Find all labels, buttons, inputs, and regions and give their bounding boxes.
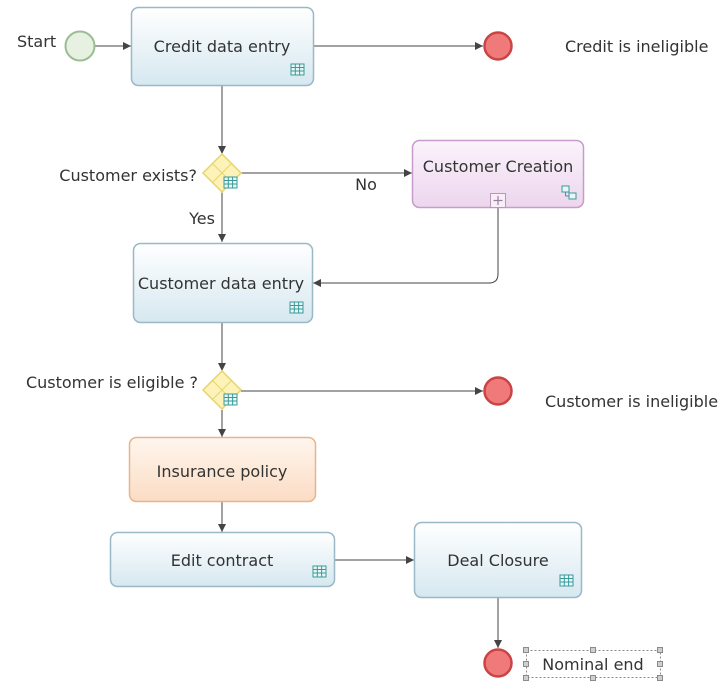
task-label: Credit data entry xyxy=(154,37,291,56)
subprocess-customer-creation[interactable]: Customer Creation xyxy=(411,139,585,209)
end-label-nominal: Nominal end xyxy=(542,655,643,674)
end-event-credit-ineligible[interactable] xyxy=(483,31,513,61)
start-event[interactable] xyxy=(64,30,96,62)
table-icon xyxy=(290,63,305,76)
edges xyxy=(95,42,502,648)
resize-handle[interactable] xyxy=(590,647,596,653)
resize-handle[interactable] xyxy=(523,675,529,681)
edge-label-no: No xyxy=(355,175,377,194)
resize-handle[interactable] xyxy=(657,647,663,653)
table-icon xyxy=(559,574,574,587)
resize-handle[interactable] xyxy=(590,675,596,681)
subprocess-icon xyxy=(561,185,577,200)
task-customer-data-entry[interactable]: Customer data entry xyxy=(132,242,314,324)
task-label: Edit contract xyxy=(171,551,274,570)
gateway-customer-exists[interactable] xyxy=(201,152,243,194)
task-label: Deal Closure xyxy=(447,551,548,570)
end-label-credit-ineligible: Credit is ineligible xyxy=(565,37,708,56)
task-edit-contract[interactable]: Edit contract xyxy=(109,531,336,588)
task-label: Customer data entry xyxy=(138,274,304,293)
task-insurance-policy[interactable]: Insurance policy xyxy=(128,436,317,503)
resize-handle[interactable] xyxy=(523,661,529,667)
gateway-label-customer-eligible: Customer is eligible ? xyxy=(26,373,198,392)
resize-handle[interactable] xyxy=(657,661,663,667)
gateway-label-customer-exists: Customer exists? xyxy=(59,166,197,185)
edge-label-yes: Yes xyxy=(188,209,215,228)
end-label-customer-ineligible: Customer is ineligible xyxy=(545,392,718,411)
nominal-end-label-box[interactable]: Nominal end xyxy=(523,647,663,681)
task-label: Customer Creation xyxy=(423,157,574,176)
end-event-nominal[interactable] xyxy=(483,648,513,678)
resize-handle[interactable] xyxy=(523,647,529,653)
gateway-customer-eligible[interactable] xyxy=(201,369,243,411)
resize-handle[interactable] xyxy=(657,675,663,681)
table-icon xyxy=(289,301,304,314)
task-label: Insurance policy xyxy=(157,462,288,481)
table-icon xyxy=(223,393,238,406)
start-label: Start xyxy=(17,32,56,51)
table-icon xyxy=(223,176,238,189)
end-event-customer-ineligible[interactable] xyxy=(483,376,513,406)
task-deal-closure[interactable]: Deal Closure xyxy=(413,521,583,599)
edge-creation-to-customer-entry xyxy=(313,207,499,287)
table-icon xyxy=(312,565,327,578)
expand-plus-icon[interactable] xyxy=(490,193,506,208)
task-credit-data-entry[interactable]: Credit data entry xyxy=(130,6,315,87)
